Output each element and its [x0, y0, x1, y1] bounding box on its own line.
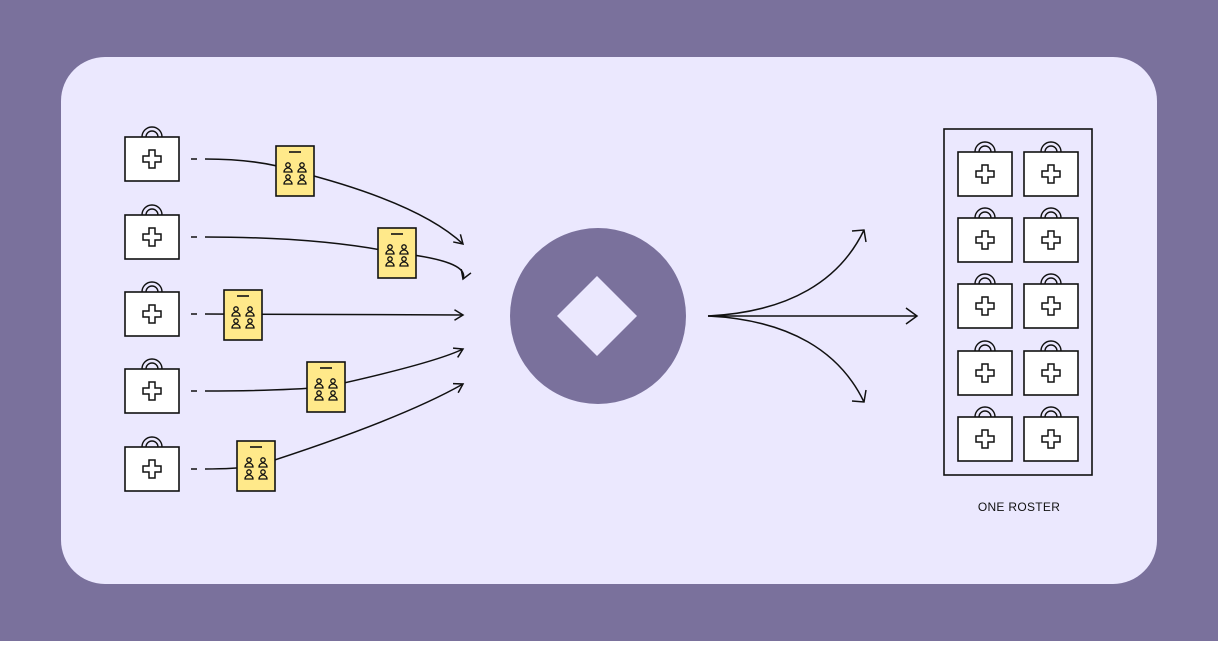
output-arrow-up-head [851, 229, 867, 243]
staff-roster-card-icon-5 [237, 441, 275, 491]
staff-roster-card-icon-3 [224, 290, 262, 340]
flow-arrowhead-2 [460, 269, 472, 281]
flow-line-5 [204, 383, 464, 470]
output-arrow-center-head [905, 307, 919, 325]
flow-arrowhead-3 [454, 309, 465, 321]
output-arrow-down [707, 315, 865, 403]
diamond-hub-icon-diamond [557, 276, 637, 356]
output-arrow-down-head [851, 389, 867, 403]
flow-arrowhead-5 [452, 382, 465, 394]
flow-arrowhead-1 [453, 234, 465, 245]
roster-frame [943, 128, 1093, 476]
roster-label: ONE ROSTER [977, 500, 1061, 514]
flow-arrowhead-4 [452, 347, 465, 358]
staff-roster-card-icon-4 [307, 362, 345, 412]
staff-roster-card-icon-2 [378, 228, 416, 278]
output-arrow-up [707, 229, 865, 317]
staff-roster-card-icon-1 [276, 146, 314, 196]
